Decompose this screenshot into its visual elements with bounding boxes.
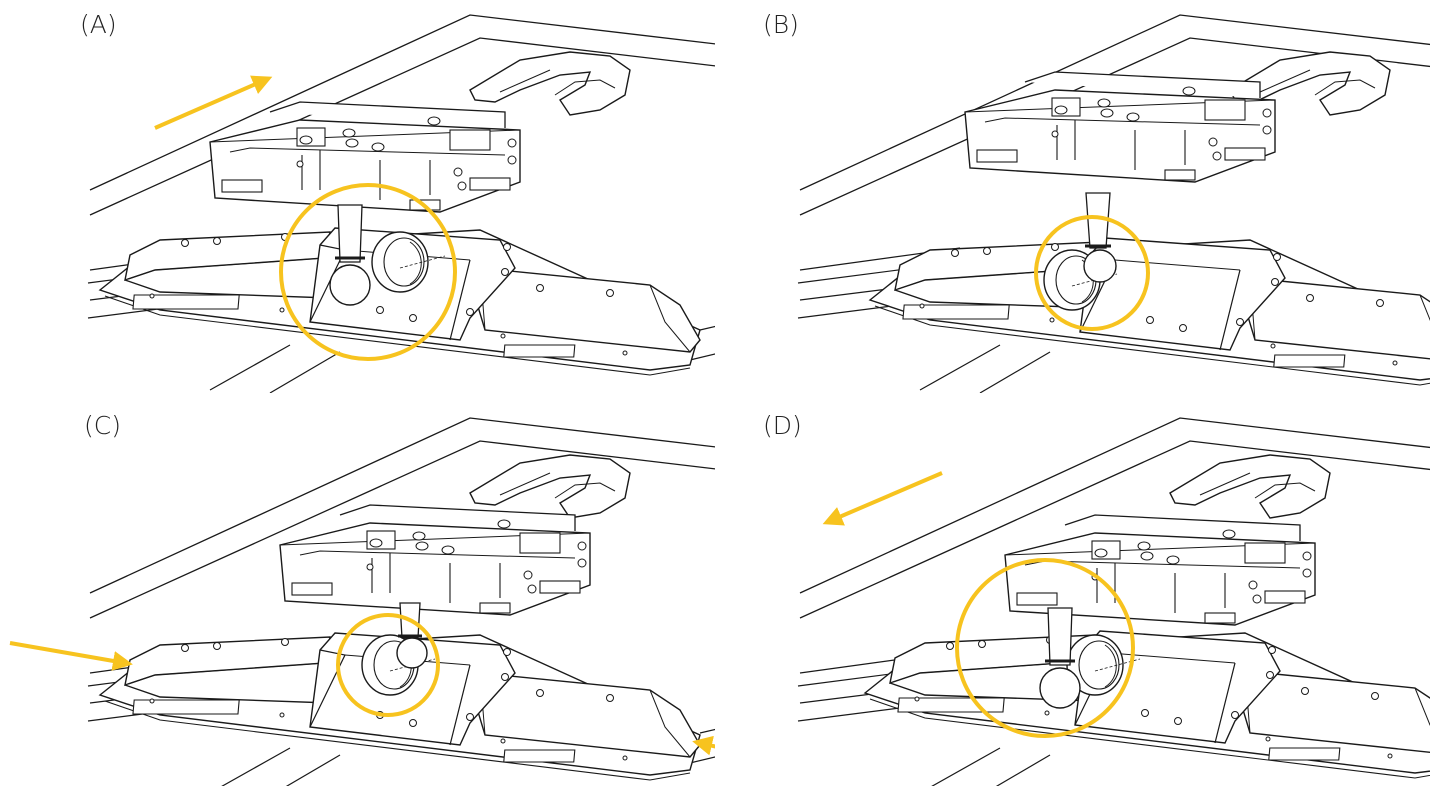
panel-label: (D): [763, 411, 802, 440]
panel-d: (D): [715, 393, 1430, 786]
highlight-circle: [279, 183, 457, 361]
motion-arrow: [692, 735, 715, 756]
motion-arrow: [822, 471, 943, 526]
motion-arrow: [154, 75, 273, 130]
panel-label: (C): [84, 411, 121, 440]
panel-b-drawing: [797, 14, 1430, 393]
highlight-circle: [336, 613, 440, 717]
panel-a-drawing: [87, 14, 715, 393]
panel-a: (A): [0, 0, 715, 393]
highlight-circle: [955, 558, 1135, 738]
panel-c-drawing: [9, 417, 715, 786]
panel-d-drawing: [797, 417, 1430, 786]
highlight-circle: [1034, 215, 1150, 331]
panel-label: (A): [80, 10, 117, 39]
panel-b: (B): [715, 0, 1430, 393]
motion-arrow: [9, 641, 133, 671]
panel-label: (B): [763, 10, 799, 39]
panel-c: (C): [0, 393, 715, 786]
